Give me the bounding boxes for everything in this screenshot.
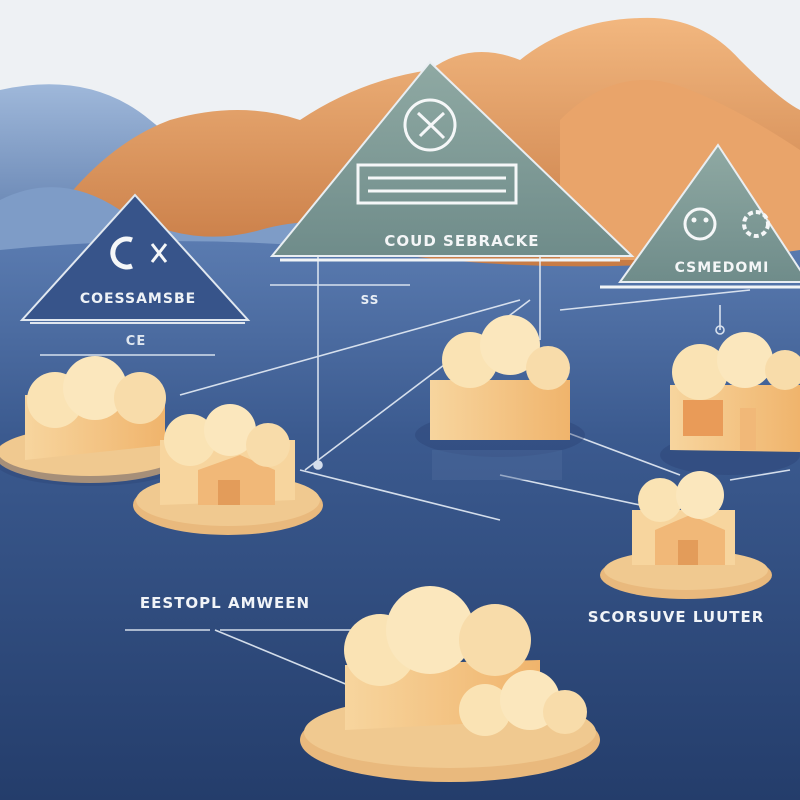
- right-node-label: CSMEDOMI: [675, 260, 770, 276]
- annotation-left: EESTOPL AMWEEN: [140, 594, 310, 612]
- cloud-puff: [480, 315, 540, 375]
- water-plane: [0, 241, 800, 800]
- central-node: COUD SEBRACKE: [269, 60, 635, 262]
- cloud-puff: [676, 471, 724, 519]
- left-node: COESSAMSBE CE: [19, 193, 251, 349]
- left-triangle-panel: [19, 193, 251, 321]
- annotation-right: SCORSUVE LUUTER: [588, 608, 765, 626]
- connector-line: [559, 289, 751, 311]
- connector-line: [499, 474, 641, 506]
- left-tools-icon: [150, 243, 168, 263]
- right-face-icon: [691, 217, 697, 223]
- cloud-puff: [459, 604, 531, 676]
- small-tag-label: SS: [361, 293, 380, 307]
- cloud-island-bottom: [300, 586, 600, 782]
- cloud-house-door: [740, 408, 756, 450]
- left-node-sublabel: CE: [126, 334, 146, 349]
- central-node-label: COUD SEBRACKE: [384, 232, 539, 250]
- connection-lines: [40, 255, 791, 691]
- cloud-puff: [246, 423, 290, 467]
- left-c-icon: [110, 236, 133, 270]
- connector-dot: [313, 460, 323, 470]
- cloud-puff: [63, 356, 127, 420]
- cloud-puff: [526, 346, 570, 390]
- cloud-house-door: [678, 540, 698, 565]
- cloud-puff: [386, 586, 474, 674]
- cloud-island-center: [415, 315, 585, 480]
- connector-line: [299, 469, 501, 521]
- right-face-icon: [703, 217, 709, 223]
- island-reflection: [432, 450, 562, 480]
- cloud-island-right: [660, 332, 800, 475]
- right-gear-icon: [742, 210, 770, 238]
- connector-dot: [715, 325, 725, 335]
- right-node: CSMEDOMI: [600, 143, 800, 289]
- central-symbol-icon: [416, 111, 446, 140]
- cloud-puff: [672, 344, 728, 400]
- cloud-house-window: [683, 400, 723, 436]
- cloud-puff: [204, 404, 256, 456]
- central-triangle-panel: [269, 60, 635, 257]
- central-symbol-icon: [403, 98, 457, 152]
- cloud-puff: [543, 690, 587, 734]
- cloud-island-center-left: [133, 404, 323, 535]
- cloud-puff: [717, 332, 773, 388]
- cloud-puff: [114, 372, 166, 424]
- cloud-puff: [765, 350, 800, 390]
- cloud-puff: [164, 414, 216, 466]
- cloud-puff: [459, 684, 511, 736]
- cloud-island-lower-right: [600, 471, 772, 599]
- left-node-label: COESSAMSBE: [80, 291, 196, 307]
- cloud-block: [430, 380, 570, 440]
- connector-line: [729, 469, 791, 481]
- cloud-island-left: [0, 356, 185, 486]
- connector-line: [214, 629, 361, 691]
- cloud-puff: [638, 478, 682, 522]
- right-face-icon: [683, 207, 717, 241]
- cloud-house-door: [218, 480, 240, 505]
- central-list-icon: [356, 163, 518, 205]
- connector-line: [559, 429, 681, 476]
- connector-line: [179, 299, 521, 396]
